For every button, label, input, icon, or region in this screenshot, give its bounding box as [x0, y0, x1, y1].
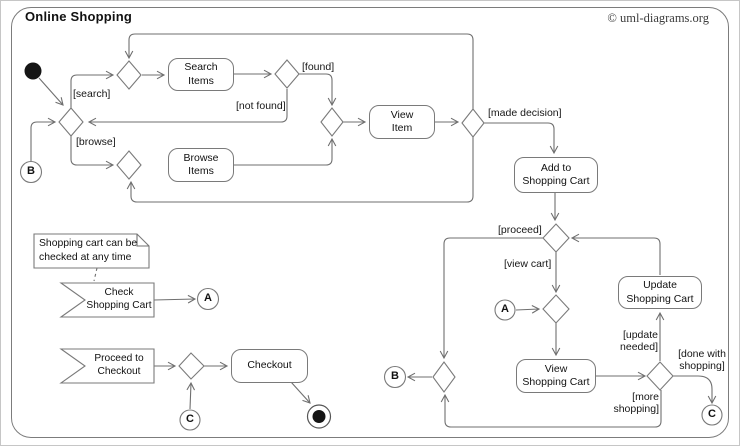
connector-c-target	[701, 404, 723, 426]
connector-b-target-label: B	[391, 370, 399, 382]
activity-checkout: Checkout	[231, 349, 308, 383]
merge-before-view-item	[320, 107, 344, 137]
copyright-text: © uml-diagrams.org	[607, 11, 709, 25]
activity-label: Checkout	[247, 359, 292, 372]
guard-browse: [browse]	[76, 136, 116, 148]
merge-before-view-cart	[542, 294, 570, 324]
initial-node	[24, 62, 42, 80]
activity-view-item: View Item	[369, 105, 435, 139]
edge-check-cart-to-connector-a	[153, 294, 197, 304]
edge-connector-c-to-merge	[186, 381, 196, 410]
merge-search-browse	[58, 107, 84, 137]
connector-a-target	[494, 299, 516, 321]
connector-a-target-label: A	[501, 303, 509, 315]
signal-check-cart-label: Check Shopping Cart	[86, 287, 152, 312]
guard-update-needed: [update needed]	[620, 329, 658, 354]
edge-note-anchor	[93, 267, 98, 282]
edge-found	[299, 73, 337, 107]
decision-after-view-cart	[646, 361, 674, 391]
guard-done-with-shopping: [done with shopping]	[678, 348, 726, 373]
edge-more-shopping	[440, 390, 662, 428]
edge-start-to-main-merge	[38, 77, 64, 106]
merge-before-checkout	[178, 352, 205, 380]
activity-label: Update Shopping Cart	[626, 279, 694, 305]
activity-view-shopping-cart: View Shopping Cart	[516, 359, 596, 393]
edges-layer	[30, 33, 717, 428]
edge-not-found-loop	[87, 89, 288, 127]
guard-view-cart: [view cart]	[504, 258, 552, 270]
activity-label: View Item	[390, 108, 414, 134]
edge-browse-branch	[70, 136, 115, 170]
edge-done-with-shopping	[673, 375, 717, 405]
activity-label: Browse Items	[183, 151, 219, 177]
activity-label: Add to Shopping Cart	[522, 161, 590, 187]
activity-update-shopping-cart: Update Shopping Cart	[618, 276, 702, 309]
decision-after-add-to-cart	[542, 223, 570, 253]
activity-add-to-shopping-cart: Add to Shopping Cart	[514, 157, 598, 193]
connector-b-source	[19, 160, 43, 184]
edge-browse-again-loop	[126, 137, 474, 203]
merge-before-browse-items	[116, 150, 142, 180]
guard-found: [found]	[302, 61, 335, 73]
connector-c-target-label: C	[708, 408, 716, 420]
edge-search-branch	[70, 70, 115, 108]
connector-c-source-label: C	[186, 413, 194, 425]
activity-frame	[11, 7, 729, 438]
decision-after-view-item	[461, 108, 485, 138]
connector-b-target	[383, 365, 407, 389]
activity-browse-items: Browse Items	[168, 148, 234, 182]
guard-more-shopping: [more shopping]	[613, 391, 659, 416]
edge-browse-items-to-merge	[234, 137, 337, 166]
accept-event-check-cart	[59, 282, 155, 318]
accept-event-proceed-checkout	[59, 348, 155, 384]
edge-connector-a-to-merge	[515, 305, 541, 314]
guard-not-found: [not found]	[236, 100, 286, 112]
connector-a-source	[196, 287, 220, 311]
connector-a-source-label: A	[204, 292, 212, 304]
edge-made-decision	[484, 122, 559, 155]
note-fold-icon	[136, 234, 149, 247]
edge-update-cart-to-decision	[570, 233, 661, 275]
connector-b-source-label: B	[27, 165, 35, 177]
note-text: Shopping cart can be checked at any time	[39, 238, 138, 264]
decision-search-result	[274, 59, 300, 89]
edge-search-again-loop	[124, 33, 474, 109]
edge-proceed	[439, 237, 543, 360]
final-node-dot	[312, 410, 326, 423]
guard-made-decision: [made decision]	[488, 107, 562, 119]
activity-label: View Shopping Cart	[522, 362, 590, 388]
guard-proceed: [proceed]	[498, 224, 542, 236]
signal-proceed-checkout-label: Proceed to Checkout	[94, 353, 144, 378]
activity-search-items: Search Items	[168, 58, 234, 91]
nodes-layer	[19, 59, 723, 431]
diagram-title: Online Shopping	[25, 9, 132, 24]
guard-search: [search]	[73, 88, 111, 100]
activity-label: Search Items	[184, 61, 218, 87]
note-shape	[33, 233, 150, 269]
edge-checkout-to-final	[290, 381, 311, 404]
merge-before-search-items	[116, 60, 142, 90]
merge-continue-shopping	[432, 361, 456, 393]
edge-connector-b-to-main-merge	[30, 117, 57, 161]
connector-c-source	[179, 409, 201, 431]
